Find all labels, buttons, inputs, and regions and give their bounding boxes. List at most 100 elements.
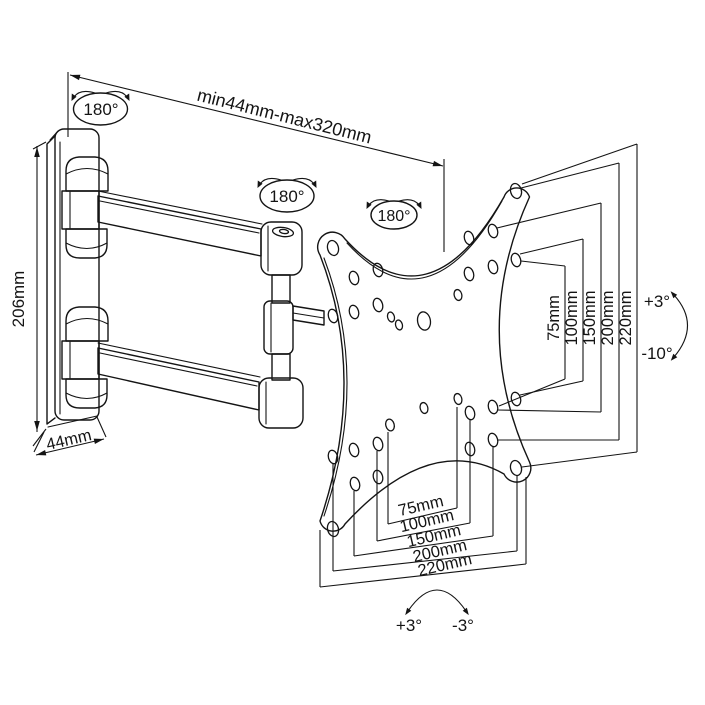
vesa-plate: [316, 182, 532, 538]
dimension-vesa-vertical: 75mm 100mm 150mm 200mm 220mm: [496, 143, 638, 468]
swivel-indicator-plate: 180°: [366, 199, 422, 230]
swivel-label-plate: 180°: [377, 208, 410, 225]
wall-plate-side-face: [46, 135, 56, 425]
upper-hinge-knob-curve: [65, 242, 108, 250]
upper-arm: [97, 190, 263, 257]
plate-hole: [464, 405, 476, 421]
dimension-plate-width: 44mm: [33, 416, 107, 456]
elbow-pivot-hole: [271, 226, 295, 238]
plate-hole: [348, 442, 360, 458]
dimension-line: [35, 438, 105, 456]
plate-hole: [326, 239, 340, 257]
dim-label-plate-width: 44mm: [45, 426, 94, 454]
rotation-arrowhead: [257, 180, 263, 188]
lower-arm-top-face: [97, 342, 261, 378]
elbow-pivot-screw: [278, 228, 290, 235]
vesa-v-220-lines: [521, 143, 638, 468]
rotation-arrowhead: [366, 201, 372, 209]
plate-hole: [487, 259, 499, 275]
extension-line-left: [33, 431, 45, 453]
plate-hole: [326, 520, 340, 538]
plate-hole: [487, 432, 499, 448]
plate-hole: [419, 401, 429, 415]
plate-hole: [327, 308, 339, 324]
swivel-label-wall: 180°: [83, 100, 118, 119]
vesa-h-200-lines: [332, 464, 518, 572]
plate-hole: [487, 223, 499, 239]
plate-hole: [372, 436, 384, 452]
extension-line-top: [32, 141, 47, 150]
elbow-lower-block: [258, 377, 304, 429]
arrowhead: [34, 147, 40, 157]
rotation-arrowhead: [71, 93, 77, 101]
rotation-arrowhead: [124, 93, 130, 101]
plate-center-hole: [416, 311, 432, 331]
rotation-arrowhead: [311, 180, 317, 188]
tilt-arrowhead-down: [670, 353, 678, 361]
roll-arrow-arc: [407, 589, 467, 612]
plate-hole: [348, 270, 360, 286]
roll-indicator: +3° -3°: [396, 589, 474, 635]
plate-hole: [463, 266, 475, 282]
dimension-line: [69, 74, 444, 167]
plate-hole: [327, 449, 339, 465]
vesa-v-label-200: 200mm: [599, 290, 617, 345]
roll-label-negative: -3°: [452, 616, 474, 635]
plate-hole: [348, 304, 360, 320]
tilt-label-up: +3°: [644, 292, 670, 311]
rotation-ellipse: [370, 200, 418, 230]
upper-hinge-socket: [61, 190, 100, 230]
vesa-h-75-lines: [387, 407, 458, 525]
vesa-h-150-lines: [353, 447, 494, 557]
lower-wall-hinge: [61, 306, 109, 409]
plate-hole: [386, 311, 396, 323]
wall-plate-top-edge: [49, 130, 59, 141]
extension-line-bottom: [32, 428, 47, 447]
tilt-indicator: +3° -10°: [641, 291, 688, 363]
vesa-plate-top-thickness: [346, 200, 503, 280]
upper-arm-top-face: [97, 190, 263, 225]
vesa-v-label-150: 150mm: [581, 290, 599, 345]
upper-hinge-bottom-knob: [65, 228, 108, 259]
vesa-v-150-lines: [496, 202, 602, 413]
arrowhead: [36, 450, 47, 456]
swivel-indicator-wall: 180°: [71, 90, 130, 126]
vesa-plate-outline: [316, 187, 532, 532]
plate-hole: [487, 399, 499, 415]
arrowhead: [432, 160, 443, 167]
lower-arm: [97, 342, 261, 411]
plate-hole: [453, 392, 463, 406]
elbow-lower-shaft: [271, 353, 291, 381]
rotation-ellipse: [259, 179, 315, 213]
plate-hole: [464, 441, 476, 457]
dim-label-arm-extension: min44mm-max320mm: [195, 85, 374, 148]
plate-hole: [509, 182, 523, 200]
plate-hole: [394, 319, 404, 331]
plate-hole: [509, 459, 523, 477]
upper-hinge-top-knob: [65, 156, 109, 192]
tilt-arrowhead-up: [670, 291, 678, 299]
plate-hole: [463, 230, 475, 246]
lower-hinge-knob-facet: [65, 317, 109, 325]
plate-hole: [453, 288, 463, 302]
rotation-ellipse: [72, 92, 129, 126]
vesa-v-label-100: 100mm: [563, 290, 581, 345]
elbow-bracket: [263, 300, 294, 355]
extension-line-right: [96, 416, 107, 438]
bracket-tab: [292, 305, 325, 326]
plate-hole: [385, 418, 395, 432]
bracket-tab-line: [292, 312, 325, 319]
lower-hinge-top-knob: [65, 306, 109, 342]
roll-arrowhead-right: [462, 607, 469, 616]
elbow-joint: [258, 221, 325, 429]
vesa-h-100-lines: [376, 419, 471, 542]
arrowhead: [70, 74, 81, 81]
tilt-arrow-arc: [673, 294, 688, 358]
tilt-label-down: -10°: [641, 344, 672, 363]
dim-label-plate-height: 206mm: [9, 271, 28, 328]
vesa-h-220-lines: [319, 477, 527, 588]
roll-arrowhead-left: [405, 607, 412, 616]
upper-arm-highlight: [99, 200, 260, 234]
